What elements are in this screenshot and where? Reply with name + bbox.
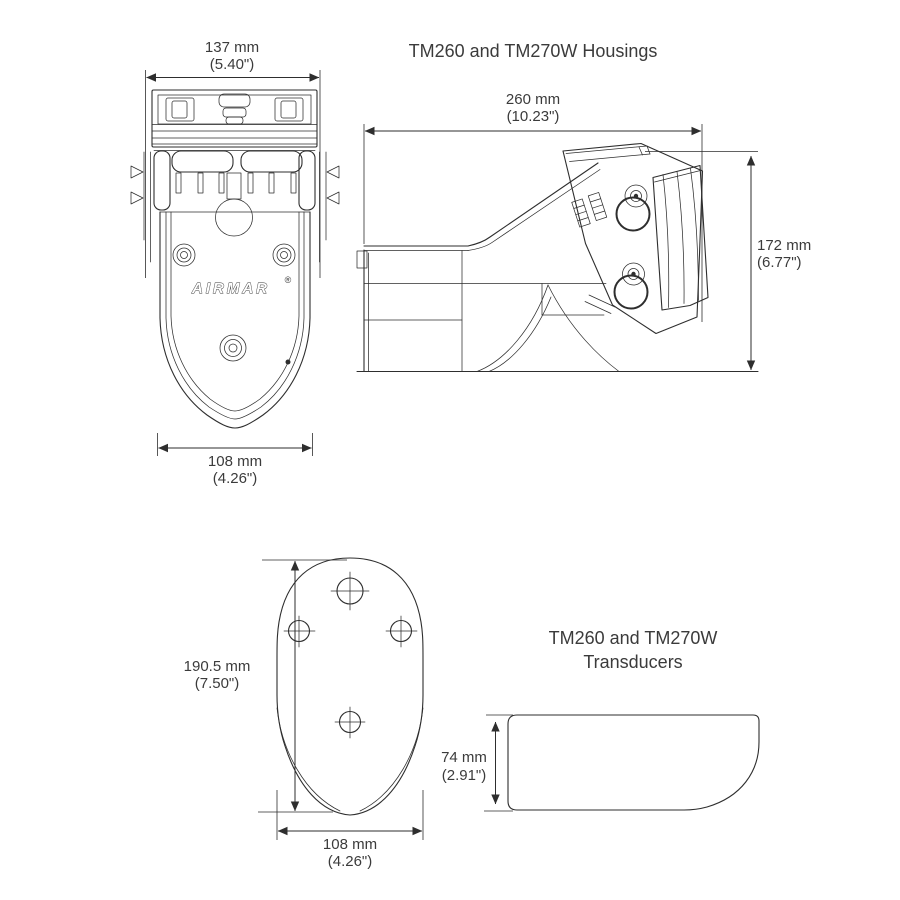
tilt-bracket-plate (562, 142, 704, 335)
plate-width-mm: 108 mm (323, 836, 377, 853)
front-top-width-inch: (5.40") (210, 56, 255, 73)
plate-width-inch: (4.26") (328, 853, 373, 870)
screw-hole-crosshair (385, 615, 418, 648)
housing-shell (159, 211, 311, 429)
plate-height-inch: (7.50") (195, 675, 240, 692)
front-bottom-width-dimension: 108 mm (4.26") (157, 433, 313, 487)
grip-pad (571, 198, 591, 228)
front-bottom-width-inch: (4.26") (213, 470, 258, 487)
pivot-pin-top (615, 184, 651, 232)
housing-cap (151, 89, 318, 151)
front-top-width-dimension: 137 mm (5.40") (145, 39, 321, 278)
housings-title: TM260 and TM270W Housings (409, 41, 658, 61)
shell-screws (172, 243, 296, 365)
transducer-height-inch: (2.91") (442, 767, 487, 784)
side-length-dimension: 260 mm (10.23") (363, 91, 703, 322)
plate-height-mm: 190.5 mm (184, 658, 251, 675)
screw-hole-crosshair (334, 706, 366, 739)
center-bore-hole (215, 198, 253, 237)
screw-hole-crosshair (283, 615, 316, 648)
right-wingnut-hardware (319, 151, 340, 263)
transducers-title-line2: Transducers (583, 652, 682, 672)
bottom-plate-view: 190.5 mm (7.50") (184, 557, 424, 870)
screw-hole-crosshair (330, 571, 370, 611)
ribbed-fin (652, 164, 709, 311)
vent-hole (285, 359, 291, 365)
pull-ring (613, 274, 649, 310)
transducer-outline (507, 714, 760, 811)
plate-outline (276, 557, 424, 816)
transducer-height-mm: 74 mm (441, 749, 487, 766)
side-length-inch: (10.23") (507, 108, 560, 125)
bracket-teeth (175, 172, 297, 237)
front-top-width-mm: 137 mm (205, 39, 259, 56)
front-bottom-width-mm: 108 mm (208, 453, 262, 470)
side-height-dimension: 172 mm (6.77") (645, 151, 811, 371)
transducer-height-dimension: 74 mm (2.91") (441, 714, 513, 812)
pivot-pin-bottom (613, 262, 649, 310)
side-height-mm: 172 mm (757, 237, 811, 254)
housing-side-view: TM260 and TM270W Housings 260 mm (10.23"… (356, 41, 811, 373)
transducers-title-line1: TM260 and TM270W (549, 628, 718, 648)
registered-trademark-mark: ® (285, 275, 292, 285)
airmar-logo: AIRMAR (191, 280, 270, 297)
plate-width-dimension: 108 mm (4.26") (276, 790, 424, 870)
side-length-mm: 260 mm (506, 91, 560, 108)
side-height-inch: (6.77") (757, 254, 802, 271)
housing-front-view: 137 mm (5.40") (130, 39, 340, 487)
housing-body (356, 162, 620, 373)
pull-ring (615, 196, 651, 232)
plate-height-dimension: 190.5 mm (7.50") (184, 559, 347, 813)
grip-pad (587, 192, 608, 221)
transducer-profile-view: TM260 and TM270W Transducers 74 mm (2.91… (441, 628, 760, 812)
mounting-clamp-bracket (153, 150, 316, 213)
left-wingnut-hardware (130, 151, 151, 263)
